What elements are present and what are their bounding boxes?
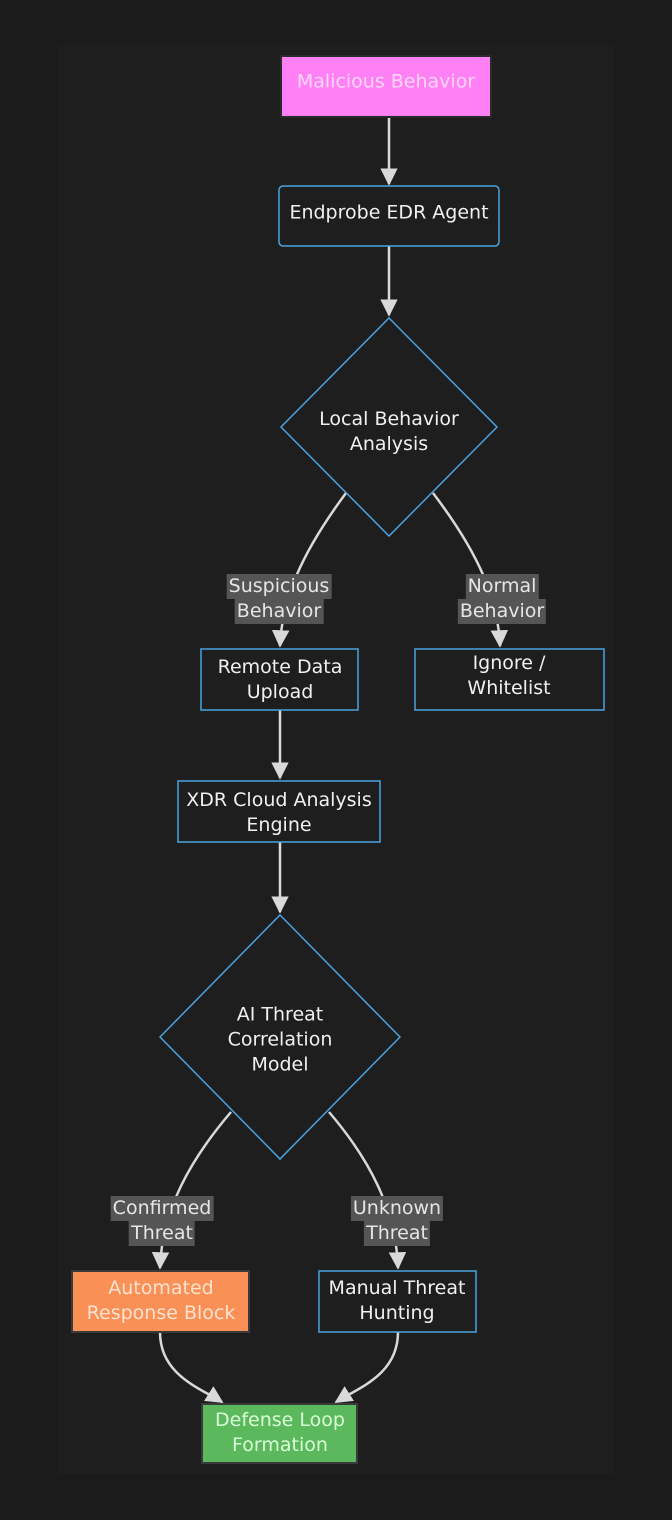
edge-ai-to-auto bbox=[151, 1111, 232, 1270]
edge-auto-to-defense bbox=[158, 1331, 224, 1404]
edge-label-suspicious-line1: Suspicious bbox=[226, 574, 332, 599]
label-manual-hunting: Manual Threat Hunting bbox=[328, 1277, 466, 1324]
node-automated-response bbox=[71, 1270, 250, 1333]
node-xdr-engine bbox=[177, 780, 381, 843]
node-manual-hunting bbox=[318, 1270, 477, 1333]
edge-label-normal: Normal Behavior bbox=[457, 574, 547, 624]
label-remote-upload: Remote Data Upload bbox=[217, 656, 343, 703]
label-xdr-engine: XDR Cloud Analysis Engine bbox=[186, 789, 372, 836]
edge-label-normal-line2: Behavior bbox=[457, 599, 547, 624]
edge-label-unknown: Unknown Threat bbox=[350, 1196, 444, 1246]
edge-label-suspicious-line2: Behavior bbox=[234, 599, 324, 624]
node-ignore-whitelist bbox=[414, 648, 605, 711]
label-automated-response: Automated Response Block bbox=[86, 1277, 236, 1324]
diagram-canvas: Malicious Behavior Endprobe EDR Agent Lo… bbox=[58, 44, 614, 1474]
edge-manual-to-defense bbox=[334, 1331, 400, 1404]
edge-label-suspicious: Suspicious Behavior bbox=[226, 574, 332, 624]
label-edr-agent: Endprobe EDR Agent bbox=[289, 201, 489, 224]
edge-label-unknown-line1: Unknown bbox=[350, 1196, 444, 1221]
edge-label-confirmed: Confirmed Threat bbox=[110, 1196, 214, 1246]
node-malicious-behavior bbox=[280, 55, 492, 118]
edge-label-unknown-line2: Threat bbox=[364, 1221, 430, 1246]
label-malicious-behavior: Malicious Behavior bbox=[296, 70, 476, 93]
edge-ai-to-manual bbox=[328, 1111, 407, 1270]
label-ignore-whitelist: Ignore / Whitelist bbox=[467, 652, 551, 699]
edge-label-confirmed-line2: Threat bbox=[129, 1221, 195, 1246]
edge-label-normal-line1: Normal bbox=[465, 574, 539, 599]
edge-label-confirmed-line1: Confirmed bbox=[110, 1196, 214, 1221]
label-ai-model: AI Threat Correlation Model bbox=[227, 1003, 333, 1076]
node-defense-loop bbox=[201, 1403, 358, 1464]
flowchart bbox=[71, 55, 605, 1464]
node-edr-agent bbox=[278, 185, 500, 247]
label-defense-loop: Defense Loop Formation bbox=[215, 1409, 345, 1456]
label-local-analysis: Local Behavior Analysis bbox=[319, 408, 459, 455]
node-local-analysis bbox=[279, 316, 499, 538]
node-ai-model bbox=[158, 913, 402, 1161]
node-remote-upload bbox=[200, 648, 359, 711]
